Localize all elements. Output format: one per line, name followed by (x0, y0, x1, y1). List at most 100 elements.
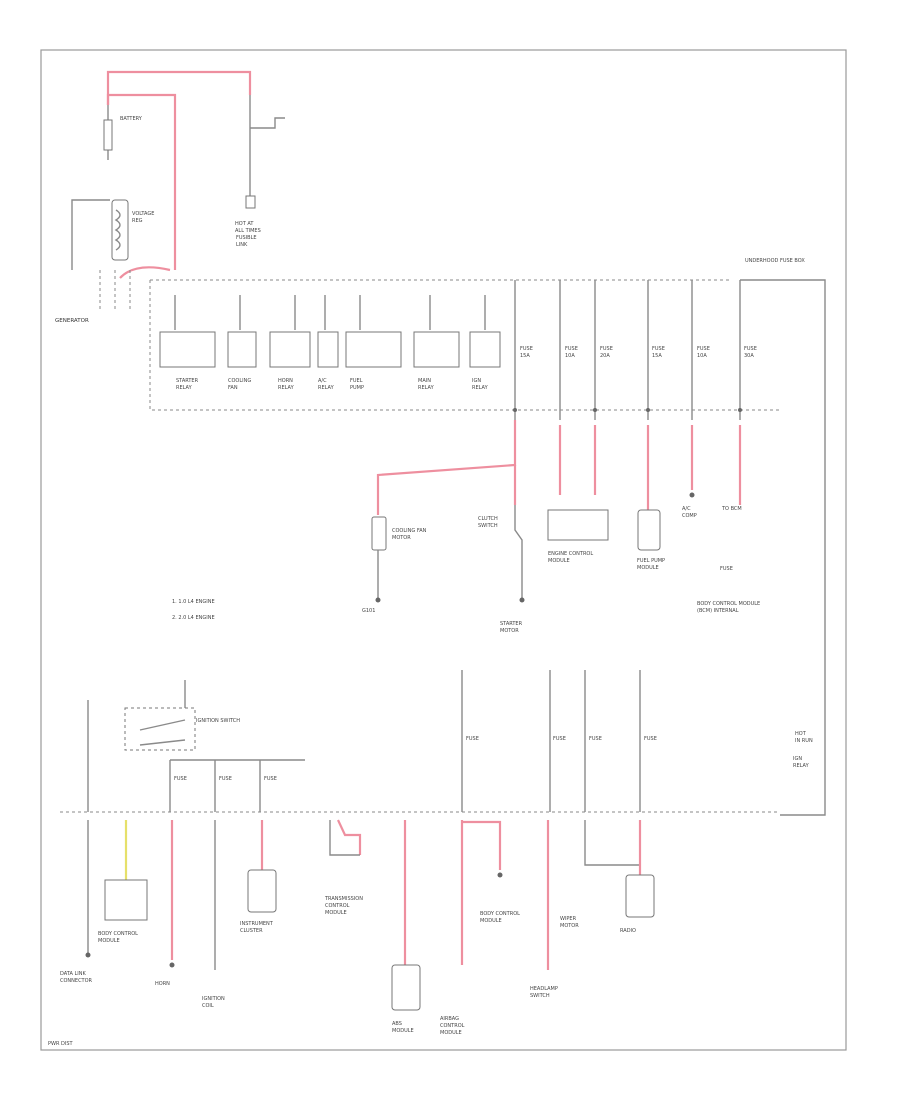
svg-text:HEADLAMP: HEADLAMP (530, 986, 558, 992)
svg-text:RELAY: RELAY (793, 763, 810, 769)
svg-text:TO BCM: TO BCM (721, 506, 742, 512)
diagram-border (40, 49, 847, 1051)
svg-text:STARTER: STARTER (176, 378, 199, 384)
generator-section: VOLTAGE REG GENERATOR (55, 199, 154, 324)
svg-text:COOLING FAN: COOLING FAN (392, 528, 427, 534)
svg-text:FUSE: FUSE (565, 346, 578, 352)
svg-text:HOT AT: HOT AT (235, 221, 254, 227)
svg-text:15A: 15A (652, 353, 662, 359)
svg-text:HORN: HORN (278, 378, 293, 384)
svg-text:FUSE: FUSE (697, 346, 710, 352)
svg-text:10A: 10A (565, 353, 575, 359)
svg-text:FUSIBLE: FUSIBLE (236, 235, 257, 241)
svg-text:RELAY: RELAY (278, 385, 295, 391)
svg-text:MODULE: MODULE (637, 565, 659, 571)
svg-text:FUSE: FUSE (466, 736, 479, 742)
svg-text:FUSE: FUSE (589, 736, 602, 742)
legend: 1. 1.0 L4 ENGINE 2. 2.0 L4 ENGINE (172, 599, 215, 621)
svg-text:MODULE: MODULE (548, 558, 570, 564)
svg-text:REG: REG (132, 218, 143, 224)
svg-text:FAN: FAN (228, 385, 238, 391)
svg-text:MODULE: MODULE (392, 1028, 414, 1034)
svg-text:WIPER: WIPER (560, 916, 577, 922)
svg-text:COMP: COMP (682, 513, 697, 519)
svg-text:IN RUN: IN RUN (795, 738, 813, 744)
svg-text:ENGINE CONTROL: ENGINE CONTROL (548, 551, 593, 557)
svg-text:COOLING: COOLING (228, 378, 251, 384)
svg-text:30A: 30A (744, 353, 754, 359)
svg-text:IGN: IGN (793, 756, 802, 762)
svg-text:CONTROL: CONTROL (440, 1023, 465, 1029)
svg-text:MAIN: MAIN (418, 378, 431, 384)
page-ref: PWR DIST (48, 1041, 74, 1047)
svg-text:COIL: COIL (202, 1003, 214, 1009)
svg-text:MODULE: MODULE (325, 910, 347, 916)
lower-fuse-box: IGNITION SWITCH FUSE FUSE FUSE FUSE FUSE FU… (60, 670, 813, 813)
svg-text:STARTER: STARTER (500, 621, 523, 627)
underhood-box-label: UNDERHOOD FUSE BOX (745, 258, 805, 264)
svg-text:RELAY: RELAY (318, 385, 335, 391)
svg-text:MOTOR: MOTOR (500, 628, 519, 634)
svg-text:FUSE: FUSE (174, 776, 187, 782)
svg-text:A/C: A/C (318, 378, 327, 384)
svg-text:FUSE: FUSE (600, 346, 613, 352)
ignition-label: IGNITION SWITCH (196, 718, 240, 724)
svg-text:AIRBAG: AIRBAG (440, 1016, 459, 1022)
svg-text:SWITCH: SWITCH (530, 993, 550, 999)
svg-text:LINK: LINK (236, 242, 248, 248)
svg-text:FUSE: FUSE (219, 776, 232, 782)
svg-text:FUSE: FUSE (264, 776, 277, 782)
svg-text:A/C: A/C (682, 506, 691, 512)
svg-text:BODY CONTROL: BODY CONTROL (480, 911, 520, 917)
svg-text:10A: 10A (697, 353, 707, 359)
svg-text:CLUSTER: CLUSTER (240, 928, 263, 934)
svg-text:FUSE: FUSE (520, 346, 533, 352)
svg-text:G101: G101 (362, 608, 375, 614)
svg-text:15A: 15A (520, 353, 530, 359)
svg-text:FUEL: FUEL (350, 378, 363, 384)
svg-text:FUSE: FUSE (720, 566, 733, 572)
svg-text:HOT: HOT (795, 731, 807, 737)
svg-text:DATA LINK: DATA LINK (60, 971, 86, 977)
battery-label: BATTERY (120, 116, 143, 122)
svg-text:MOTOR: MOTOR (392, 535, 411, 541)
svg-text:20A: 20A (600, 353, 610, 359)
svg-text:IGNITION: IGNITION (202, 996, 225, 1002)
svg-text:FUEL PUMP: FUEL PUMP (637, 558, 665, 564)
svg-text:FUSE: FUSE (644, 736, 657, 742)
svg-text:VOLTAGE: VOLTAGE (132, 211, 154, 217)
svg-text:(BCM) INTERNAL: (BCM) INTERNAL (697, 608, 739, 614)
legend-1: 1. 1.0 L4 ENGINE (172, 599, 215, 605)
svg-text:BODY CONTROL: BODY CONTROL (98, 931, 138, 937)
svg-text:RADIO: RADIO (620, 928, 636, 934)
svg-text:SWITCH: SWITCH (478, 523, 498, 529)
svg-text:BODY CONTROL MODULE: BODY CONTROL MODULE (697, 601, 760, 607)
svg-text:TRANSMISSION: TRANSMISSION (324, 896, 363, 902)
svg-text:MODULE: MODULE (440, 1030, 462, 1036)
svg-text:HORN: HORN (155, 981, 170, 987)
svg-text:FUSE: FUSE (553, 736, 566, 742)
svg-text:FUSE: FUSE (652, 346, 665, 352)
svg-text:ALL TIMES: ALL TIMES (235, 228, 261, 234)
svg-text:CLUTCH: CLUTCH (478, 516, 498, 522)
svg-text:CONTROL: CONTROL (325, 903, 350, 909)
svg-text:RELAY: RELAY (472, 385, 489, 391)
svg-text:INSTRUMENT: INSTRUMENT (240, 921, 274, 927)
svg-text:CONNECTOR: CONNECTOR (60, 978, 93, 984)
svg-text:FUSE: FUSE (744, 346, 757, 352)
svg-text:RELAY: RELAY (176, 385, 193, 391)
svg-text:MODULE: MODULE (98, 938, 120, 944)
svg-text:IGN: IGN (472, 378, 481, 384)
legend-2: 2. 2.0 L4 ENGINE (172, 615, 215, 621)
svg-text:MODULE: MODULE (480, 918, 502, 924)
generator-label: GENERATOR (55, 318, 89, 324)
battery-section: BATTERY HOT AT ALL TIMES FUSIBLE LINK (103, 70, 285, 279)
svg-text:PUMP: PUMP (350, 385, 364, 391)
svg-text:MOTOR: MOTOR (560, 923, 579, 929)
svg-text:RELAY: RELAY (418, 385, 435, 391)
svg-text:ABS: ABS (392, 1021, 402, 1027)
